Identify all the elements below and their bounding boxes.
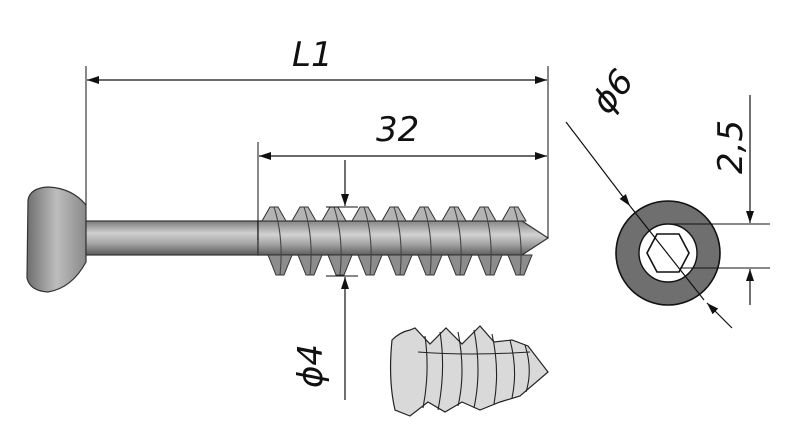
thread-length-label: 32	[376, 110, 419, 150]
screw-head	[26, 186, 87, 293]
thread-crest-top	[501, 206, 527, 222]
thread-crest-top	[381, 206, 407, 222]
thread-crest-bottom	[387, 254, 413, 276]
thread-crest-bottom	[507, 254, 533, 276]
detail-thread-body	[389, 325, 549, 417]
thread-tip-detail	[389, 325, 549, 417]
thread-crest-bottom	[447, 254, 473, 276]
thread-helix-line	[483, 206, 492, 276]
thread-helix-line	[303, 206, 312, 276]
thread-crest-top	[291, 206, 317, 222]
thread-crest-bottom	[327, 254, 353, 276]
thread-crest-top	[351, 206, 377, 222]
thread-helix-line	[393, 206, 402, 276]
thread-diameter-label: ϕ4	[291, 344, 331, 388]
thread-helix-line	[453, 206, 462, 276]
hex-size-label: 2,5	[711, 120, 751, 174]
thread-crest-top	[321, 206, 347, 222]
thread-crest-bottom	[477, 254, 503, 276]
thread-helix-line	[423, 206, 432, 276]
thread-crest-bottom	[267, 254, 293, 276]
head-diameter-label: ϕ6	[584, 62, 643, 121]
thread-crest-bottom	[297, 254, 323, 276]
thread-helix-line	[333, 206, 342, 276]
thread-helix-line	[513, 206, 522, 276]
thread-crest-bottom	[357, 254, 383, 276]
thread-crest-top	[261, 206, 287, 222]
screw-end-view: ϕ6 2,5	[565, 62, 770, 329]
screw-shank	[85, 220, 259, 256]
thread-helix-line	[363, 206, 372, 276]
hex-socket-icon	[646, 233, 690, 273]
overall-length-label: L1	[292, 35, 333, 75]
screw-side-view	[26, 186, 550, 293]
thread-crest-top	[411, 206, 437, 222]
thread-crest-top	[441, 206, 467, 222]
thread-crest-bottom	[417, 254, 443, 276]
thread-crest-top	[471, 206, 497, 222]
dimension-thread-length: 32	[257, 110, 547, 240]
thread-crests	[261, 206, 533, 276]
dimension-thread-diameter: ϕ4	[291, 160, 358, 400]
thread-core	[257, 220, 550, 256]
dimension-overall-length: L1	[85, 35, 549, 238]
thread-helix-line	[273, 206, 282, 276]
